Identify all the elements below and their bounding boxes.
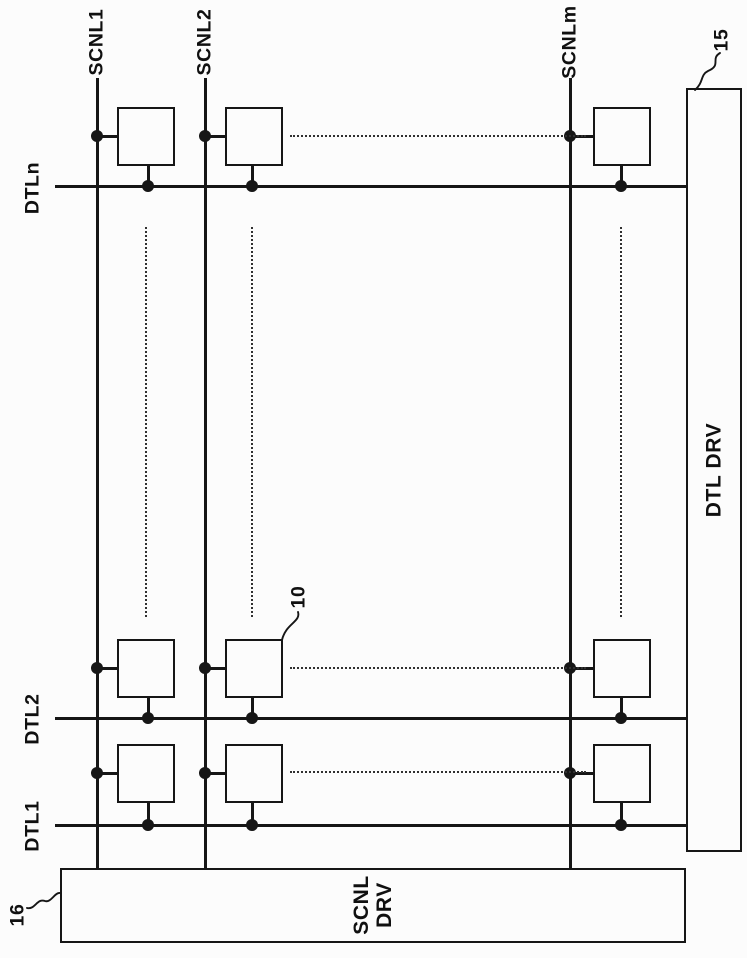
continuation-dots-row-n bbox=[290, 135, 586, 137]
junction-dot bbox=[199, 767, 211, 779]
pixel-data-lead bbox=[251, 696, 254, 720]
dtl-driver-label: DTL DRV bbox=[702, 422, 726, 518]
pixel-data-lead bbox=[620, 801, 623, 826]
scnl-driver-label: SCNL DRV bbox=[350, 875, 396, 935]
junction-dot bbox=[615, 819, 627, 831]
junction-dot bbox=[199, 130, 211, 142]
data-line-dtln bbox=[55, 185, 686, 188]
junction-dot bbox=[246, 712, 258, 724]
junction-dot bbox=[91, 767, 103, 779]
continuation-dots-col-2 bbox=[251, 227, 253, 617]
junction-dot bbox=[246, 180, 258, 192]
pixel-cell-rn-cm bbox=[593, 107, 651, 166]
continuation-dots-col-1 bbox=[145, 227, 147, 617]
label-scnlm: SCNLm bbox=[558, 5, 581, 79]
scnl-driver-block bbox=[60, 868, 686, 943]
pixel-gate-lead bbox=[97, 772, 118, 775]
pixel-cell-rn-c1 bbox=[117, 107, 175, 166]
scnl-driver-label-line1: SCNL bbox=[349, 875, 373, 935]
pixel-cell-r1-c2 bbox=[225, 744, 283, 803]
label-dtl2: DTL2 bbox=[21, 693, 44, 745]
junction-dot bbox=[142, 712, 154, 724]
junction-dot bbox=[615, 712, 627, 724]
continuation-dots-row-2 bbox=[290, 667, 586, 669]
pixel-data-lead bbox=[251, 801, 254, 826]
pixel-data-lead bbox=[147, 164, 150, 188]
ref-label-10: 10 bbox=[287, 585, 310, 609]
ref-10-leader-line bbox=[281, 611, 300, 641]
pixel-cell-r1-c1 bbox=[117, 744, 175, 803]
pixel-cell-r1-cm bbox=[593, 744, 651, 803]
label-dtl1: DTL1 bbox=[21, 800, 44, 852]
pixel-cell-r2-c1 bbox=[117, 639, 175, 698]
pixel-cell-rn-c2 bbox=[225, 107, 283, 166]
junction-dot bbox=[615, 180, 627, 192]
label-scnl2: SCNL2 bbox=[193, 8, 216, 76]
pixel-data-lead bbox=[147, 801, 150, 826]
pixel-data-lead bbox=[620, 696, 623, 720]
pixel-gate-lead bbox=[97, 667, 118, 670]
pixel-data-lead bbox=[147, 696, 150, 720]
pixel-gate-lead bbox=[205, 135, 226, 138]
pixel-cell-r2-cm bbox=[593, 639, 651, 698]
ref-16-leader-line bbox=[26, 892, 61, 910]
scan-line-scnlm bbox=[569, 78, 572, 868]
continuation-dots-row-1 bbox=[290, 771, 586, 773]
junction-dot bbox=[142, 819, 154, 831]
continuation-dots-col-m bbox=[620, 227, 622, 617]
junction-dot bbox=[564, 767, 576, 779]
pixel-gate-lead bbox=[205, 667, 226, 670]
data-line-dtl2 bbox=[55, 717, 686, 720]
junction-dot bbox=[91, 130, 103, 142]
pixel-data-lead bbox=[620, 164, 623, 188]
pixel-data-lead bbox=[251, 164, 254, 188]
pixel-gate-lead bbox=[97, 135, 118, 138]
scnl-driver-label-line2: DRV bbox=[373, 882, 396, 928]
label-scnl1: SCNL1 bbox=[85, 8, 108, 76]
ref-label-15: 15 bbox=[710, 28, 733, 52]
junction-dot bbox=[91, 662, 103, 674]
junction-dot bbox=[142, 180, 154, 192]
junction-dot bbox=[246, 819, 258, 831]
pixel-gate-lead bbox=[205, 772, 226, 775]
scan-line-scnl1 bbox=[96, 78, 99, 868]
data-line-dtl1 bbox=[55, 824, 686, 827]
pixel-cell-r2-c2 bbox=[225, 639, 283, 698]
scan-line-scnl2 bbox=[204, 78, 207, 868]
ref-15-leader-line bbox=[694, 52, 721, 91]
pixel-gate-lead bbox=[570, 772, 594, 775]
label-dtln: DTLn bbox=[21, 161, 44, 215]
junction-dot bbox=[199, 662, 211, 674]
dtl-driver-block bbox=[686, 88, 742, 852]
